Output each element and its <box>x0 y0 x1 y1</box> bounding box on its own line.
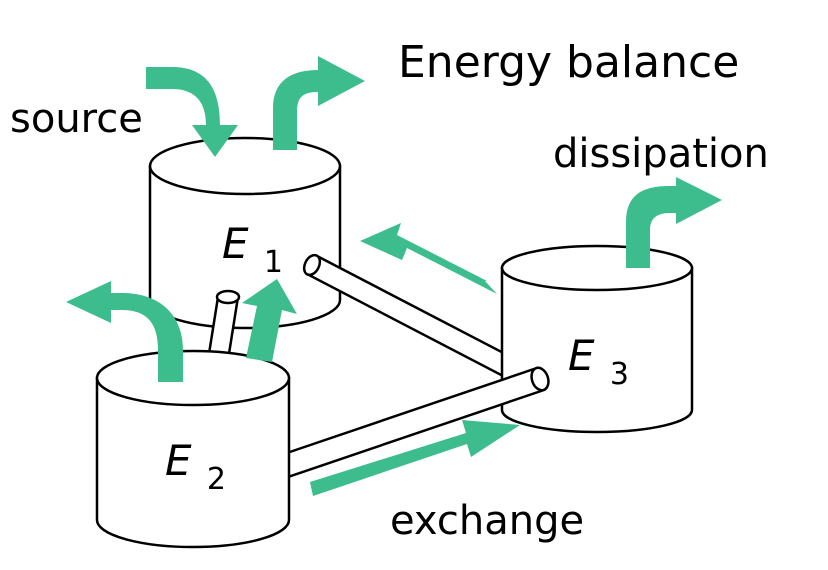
tank-e1-symbol: E <box>222 219 249 268</box>
tank-e1: E 1 <box>148 136 342 330</box>
e2-to-e1-exchange-arrow <box>242 279 297 362</box>
tank-e2: E 2 <box>95 349 291 549</box>
tank-e3-symbol: E <box>568 331 595 380</box>
pipe-e1-e3 <box>302 253 517 379</box>
pipe-e2-e3 <box>270 366 550 482</box>
source-label: source <box>10 96 143 142</box>
dissipation-label: dissipation <box>553 131 769 177</box>
tank-e2-top <box>95 349 291 407</box>
tank-e3: E 3 <box>500 244 694 434</box>
e3-to-e1-exchange-arrow <box>360 223 497 294</box>
dissipation-arrow <box>626 177 722 268</box>
tank-e3-top <box>500 244 694 292</box>
tank-e1-top <box>148 136 342 196</box>
tank-e3-label: E 3 <box>568 331 629 392</box>
tank-e3-body <box>500 266 694 434</box>
tank-e3-subscript: 3 <box>610 357 629 392</box>
tank-e2-label: E 2 <box>165 436 226 497</box>
e2-outflow-arrow <box>66 281 183 382</box>
exchange-label: exchange <box>390 498 584 544</box>
diagram-title: Energy balance <box>398 37 739 88</box>
tank-e1-subscript: 1 <box>264 245 283 280</box>
e2-to-e3-exchange-arrow <box>310 420 520 496</box>
tank-e2-subscript: 2 <box>207 462 226 497</box>
tank-e2-body <box>95 376 291 549</box>
tank-e2-symbol: E <box>165 436 192 485</box>
e1-outflow-arrow <box>273 56 365 150</box>
tank-e1-label: E 1 <box>222 219 283 280</box>
source-arrow <box>146 67 238 157</box>
